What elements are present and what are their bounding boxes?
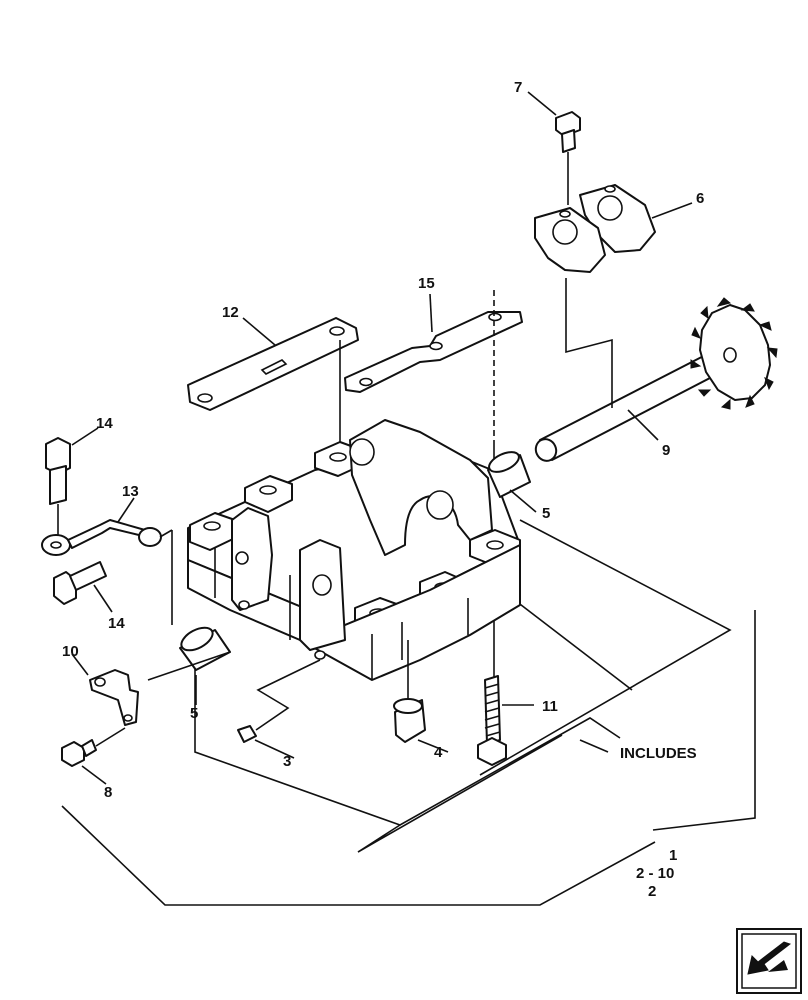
leader-lines — [71, 91, 693, 785]
callout-12: 13 — [122, 483, 139, 500]
callout-14-lower: 14 — [108, 615, 125, 632]
oil-pipe-12 — [41, 519, 173, 556]
bolt-14-top — [45, 437, 71, 535]
plug-3 — [237, 659, 321, 743]
callout-10: 9 — [662, 442, 670, 459]
callout-9: 10 — [62, 643, 79, 660]
bolt-14-lower — [53, 561, 107, 605]
bolt-7 — [555, 111, 581, 205]
next-page-arrow-icon — [741, 933, 797, 989]
callout-6: 6 — [696, 190, 704, 207]
plate-15 — [344, 311, 523, 393]
bushing-5-left — [147, 530, 231, 681]
callout-2: INCLUDES — [620, 745, 697, 762]
callout-1: 1 — [669, 847, 677, 864]
callout-1-range: 2 — [648, 883, 656, 900]
bushing-5-right — [487, 451, 531, 498]
plate-11 — [187, 317, 359, 411]
callout-15: 15 — [418, 275, 435, 292]
bracket-9 — [89, 669, 139, 726]
pump-housing — [187, 419, 521, 681]
callout-13: 11 — [542, 698, 558, 715]
callout-14-top: 14 — [96, 415, 113, 432]
gear-teeth — [690, 297, 778, 410]
sleeve-4 — [393, 640, 426, 743]
bearing-halves-6 — [534, 184, 656, 408]
callout-7: 7 — [514, 79, 522, 96]
callout-5-right: 5 — [542, 505, 550, 522]
gear-shaft-10 — [534, 297, 778, 462]
callout-3: 3 — [283, 753, 291, 770]
bolt-8 — [61, 727, 126, 767]
callout-1-includes: 2 - 10 — [636, 865, 674, 882]
callout-labels: 7 6 12 15 14 13 14 10 8 3 4 11 INCLUDES … — [62, 79, 704, 900]
callout-11: 12 — [222, 304, 239, 321]
group-bracket-2 — [194, 519, 732, 853]
bolt-13 — [477, 675, 507, 766]
group-bracket-1 — [61, 610, 756, 906]
next-page-button[interactable] — [736, 928, 802, 994]
callout-5-left: 5 — [190, 705, 198, 722]
callout-4: 4 — [434, 744, 443, 761]
callout-8: 8 — [104, 784, 112, 801]
